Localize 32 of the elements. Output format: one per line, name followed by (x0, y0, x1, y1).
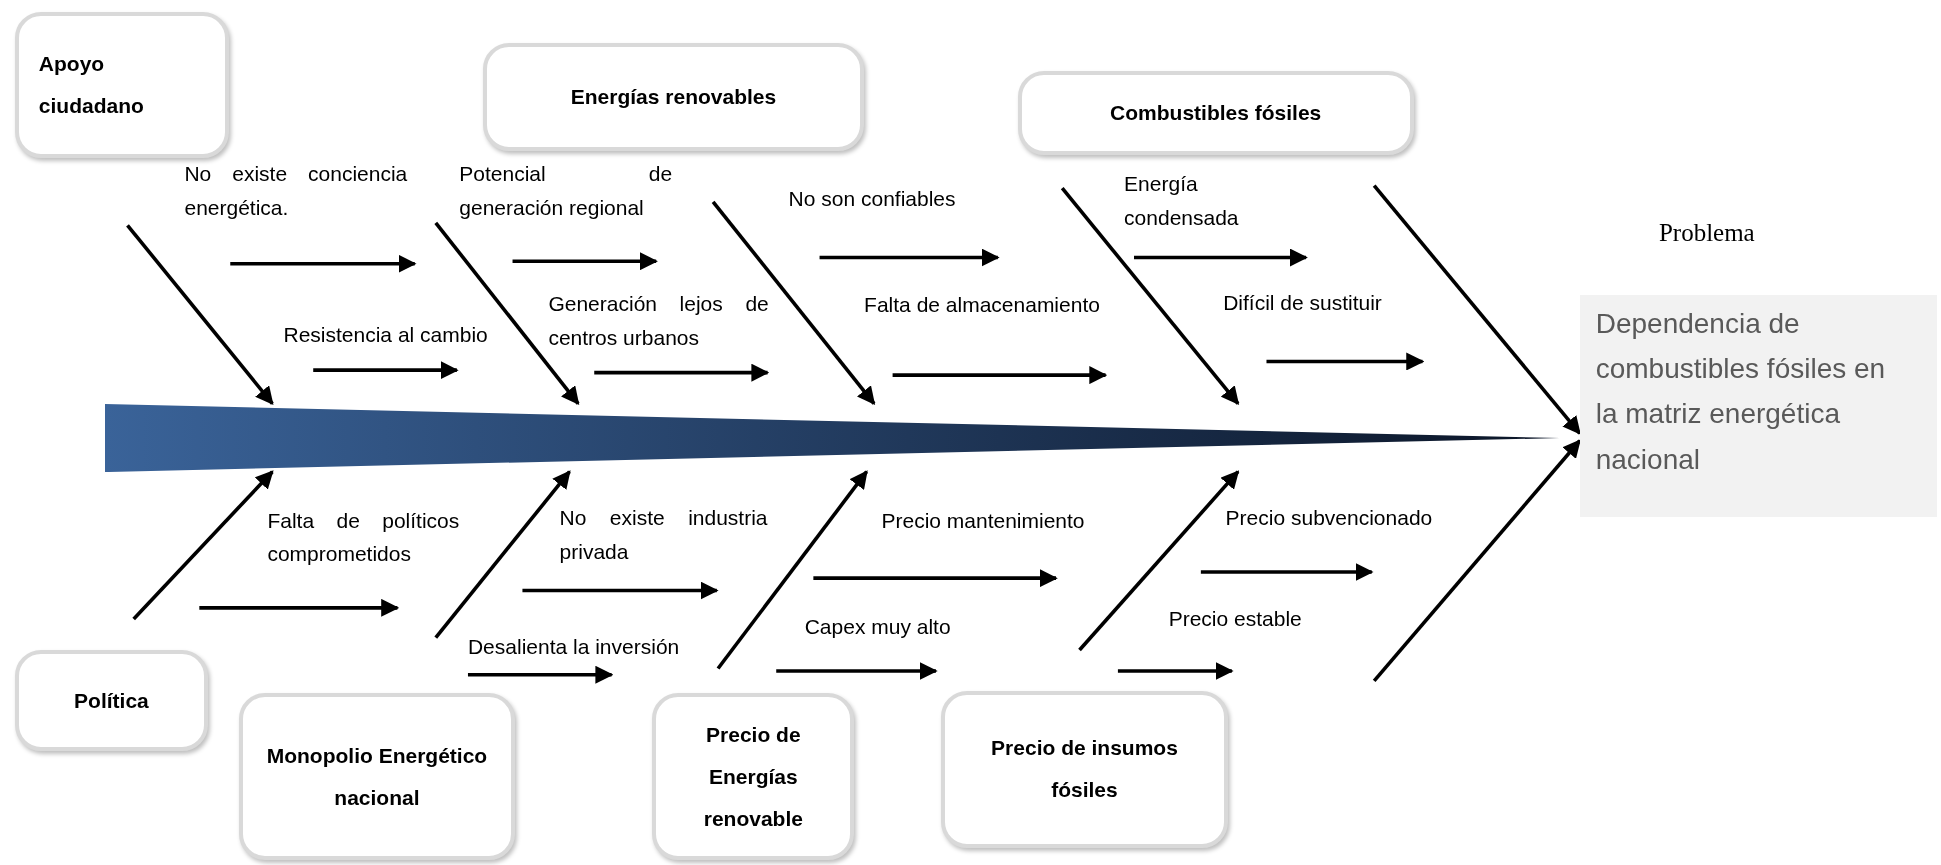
cause-label: No son confiables (788, 186, 957, 212)
heading: Problema (1658, 217, 1756, 248)
arrow (434, 470, 571, 639)
category-box: Monopolio Energético nacional (238, 693, 515, 861)
category-box: Energías renovables (482, 43, 865, 152)
cause-label: Difícil de sustituir (1223, 289, 1383, 316)
category-box: Apoyo ciudadano (14, 12, 229, 159)
arrow (132, 470, 274, 621)
cause-label: Energía condensada (1124, 171, 1240, 231)
arrow (711, 200, 876, 405)
category-box: Combustibles fósiles (1017, 70, 1414, 155)
cause-label: Precio subvencionado (1225, 505, 1434, 532)
cause-label: Generación lejos de centros urbanos (548, 291, 769, 351)
category-box: Precio de insumos fósiles (940, 690, 1229, 848)
cause-label: Precio estable (1168, 605, 1303, 632)
arrow (716, 470, 869, 670)
cause-label: Potencial de generación regional (459, 161, 673, 221)
cause-label: No existe conciencia energética. (184, 161, 408, 221)
arrow (1078, 470, 1240, 652)
problem-box: Dependencia de combustibles fósiles en la matriz energética nacional (1579, 294, 1938, 518)
arrow (126, 224, 274, 405)
cause-label: Falta de políticos comprometidos (267, 507, 460, 568)
category-box: Precio de Energías renovable (652, 693, 855, 861)
cause-label: Resistencia al cambio (283, 322, 489, 349)
category-box: Política (14, 649, 208, 752)
cause-label: Falta de almacenamiento (864, 292, 1101, 319)
arrow (1060, 187, 1240, 405)
cause-label: Capex muy alto (804, 614, 952, 641)
cause-label: Desalienta la inversión (467, 634, 681, 661)
arrow (434, 221, 580, 405)
cause-label: Precio mantenimiento (881, 507, 1086, 534)
cause-label: No existe industria privada (559, 505, 768, 565)
